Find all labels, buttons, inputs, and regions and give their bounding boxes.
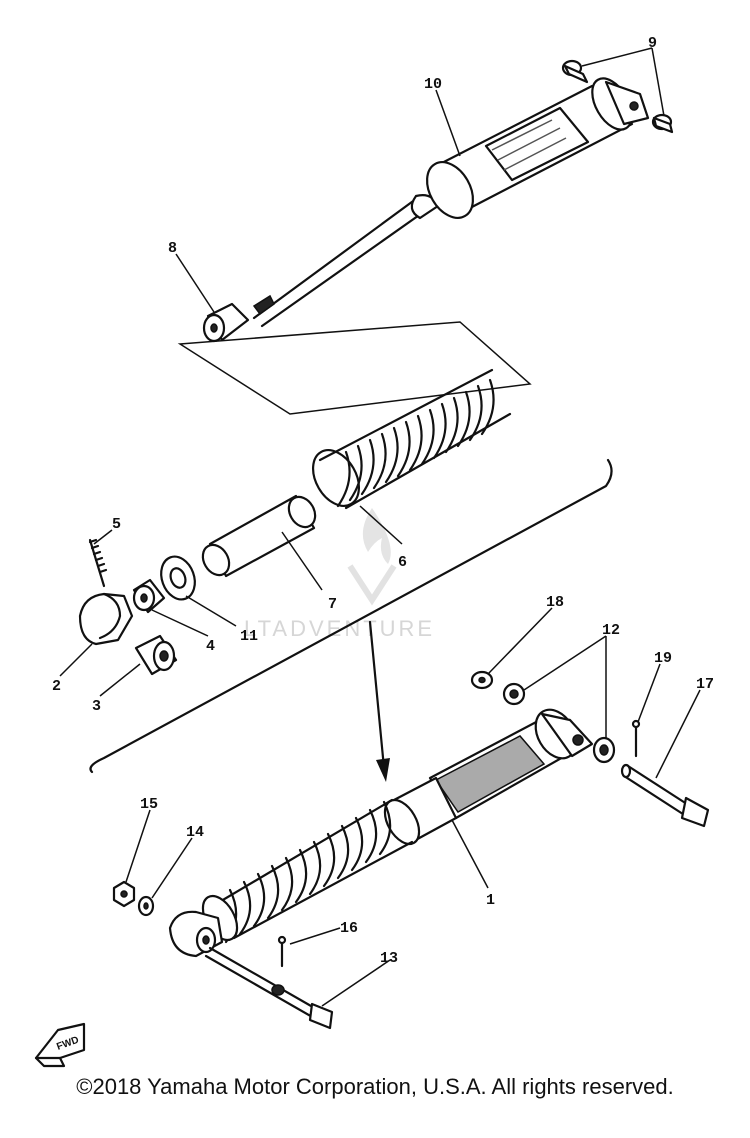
part-labels: 9 10 8 6 7 11 4 5 2 3 18 12 19 17 1 15 1… <box>52 35 714 967</box>
damper-body-part-10[interactable] <box>252 72 650 328</box>
label-14: 14 <box>186 824 204 841</box>
spacer-tube-part-7[interactable] <box>198 492 321 580</box>
label-1: 1 <box>486 892 495 909</box>
watermark-logo: LTADVENTURE <box>244 508 435 641</box>
label-9: 9 <box>648 35 657 52</box>
label-2: 2 <box>52 678 61 695</box>
label-7: 7 <box>328 596 337 613</box>
group-bracket <box>89 458 613 774</box>
bolt-part-13[interactable] <box>204 946 334 1030</box>
label-8: 8 <box>168 240 177 257</box>
label-17: 17 <box>696 676 714 693</box>
bolt-part-5[interactable] <box>88 538 108 588</box>
label-5: 5 <box>112 516 121 533</box>
washer-part-18[interactable] <box>470 670 494 690</box>
bumper-part-8[interactable] <box>202 302 250 343</box>
label-13: 13 <box>380 950 398 967</box>
label-4: 4 <box>206 638 215 655</box>
fwd-direction-badge: FWD <box>34 1022 86 1068</box>
bushing-part-4[interactable] <box>132 578 166 614</box>
label-15: 15 <box>140 796 158 813</box>
rear-shock-absorber-part-1[interactable] <box>168 702 594 958</box>
label-10: 10 <box>424 76 442 93</box>
collar-part-12[interactable] <box>502 682 616 764</box>
washer-part-11[interactable] <box>155 552 200 604</box>
copyright-notice: ©2018 Yamaha Motor Corporation, U.S.A. A… <box>76 1074 674 1099</box>
bolt-part-17[interactable] <box>620 763 710 828</box>
explode-outline <box>177 321 532 415</box>
rubber-part-3[interactable] <box>134 634 178 676</box>
label-12: 12 <box>602 622 620 639</box>
label-19: 19 <box>654 650 672 667</box>
leader-lines <box>59 47 701 1007</box>
label-16: 16 <box>340 920 358 937</box>
nut-part-15[interactable] <box>112 880 136 908</box>
label-6: 6 <box>398 554 407 571</box>
washer-part-14[interactable] <box>137 895 155 917</box>
spring-part-6[interactable] <box>304 368 512 514</box>
pin-part-19[interactable] <box>631 719 641 758</box>
label-18: 18 <box>546 594 564 611</box>
label-3: 3 <box>92 698 101 715</box>
watermark-text: LTADVENTURE <box>244 616 435 641</box>
pin-part-16[interactable] <box>277 935 287 968</box>
clevis-part-2[interactable] <box>78 592 134 646</box>
label-11: 11 <box>240 628 258 645</box>
assembly-arrow <box>368 620 390 782</box>
collar-part-9[interactable] <box>561 59 674 134</box>
